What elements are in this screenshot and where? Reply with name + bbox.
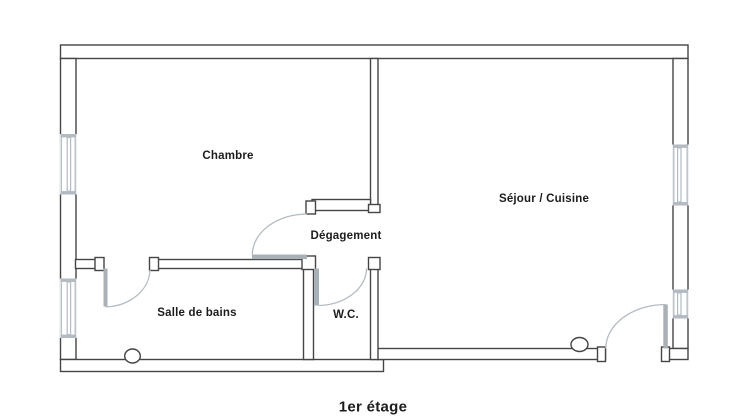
room-label-wc: W.C.	[333, 309, 359, 321]
window-symbol-left-2	[59, 278, 77, 338]
wall-divider-chambre-sejour	[369, 57, 379, 207]
room-label-chambre: Chambre	[202, 150, 254, 162]
door-arc-wc	[318, 268, 368, 307]
circle-symbol-sejour	[570, 336, 589, 353]
jamb-wc-door-left	[301, 255, 317, 271]
door-leaf-wc	[314, 268, 319, 306]
wall-bottom-left	[59, 358, 385, 373]
door-arcs	[105, 213, 667, 349]
door-arc-sdb	[105, 269, 151, 308]
jamb-sdb-door-right	[148, 256, 160, 272]
jamb-sejour-door-left	[596, 346, 607, 363]
door-leaf-sdb	[103, 268, 108, 307]
wall-bottom-sejour-a	[376, 347, 607, 361]
door-leaf-sejour	[663, 304, 668, 349]
wall-divider-wc-sejour	[369, 268, 379, 361]
room-label-degagement: Dégagement	[310, 230, 382, 242]
wall-sdb-top	[157, 258, 305, 270]
door-arc-chambre	[251, 213, 308, 255]
wall-degagement-top	[311, 198, 372, 212]
window-symbol-right-1	[672, 144, 689, 206]
door-arc-sejour	[605, 303, 667, 349]
circle-symbol-sdb	[123, 348, 141, 364]
door-leaf-chambre	[252, 254, 307, 260]
jamb-wc-door-right	[367, 256, 381, 271]
window-symbol-left-1	[59, 133, 77, 195]
walls	[59, 44, 689, 373]
wall-divider-sdb-wc	[302, 258, 315, 361]
jamb-passage-top	[367, 203, 381, 214]
window-symbol-right-2	[672, 289, 689, 319]
jamb-sdb-door-left	[94, 256, 105, 272]
room-label-sejour-cuisine: Séjour / Cuisine	[498, 193, 590, 205]
jamb-chambre-door-top	[305, 200, 317, 215]
jamb-sejour-door-right	[660, 346, 671, 363]
floor-symbols	[123, 336, 589, 364]
room-label-salle-de-bains: Salle de bains	[157, 307, 237, 319]
wall-top	[59, 44, 689, 60]
wall-sdb-top-stub	[74, 258, 97, 270]
door-leaves	[103, 254, 668, 349]
floor-caption: 1er étage	[338, 398, 408, 416]
